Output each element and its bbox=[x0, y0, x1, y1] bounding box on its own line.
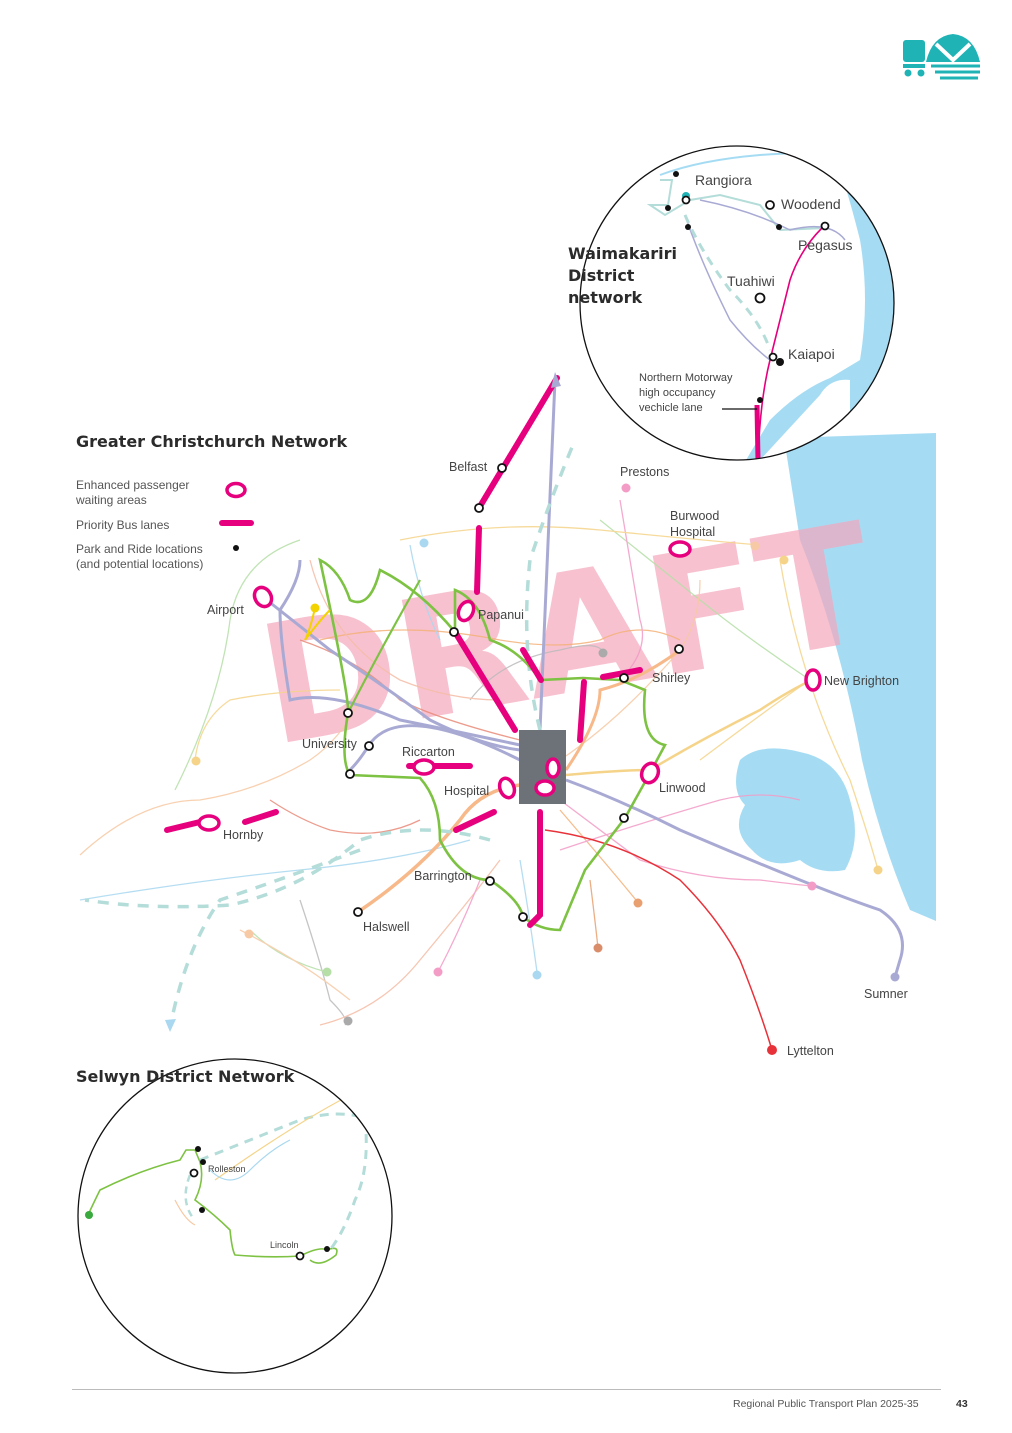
label-shirley: Shirley bbox=[652, 671, 691, 685]
label-hospital: Hospital bbox=[444, 784, 489, 798]
waimakariri-title: Waimakariri District network bbox=[568, 244, 683, 307]
footer-rule bbox=[72, 1389, 941, 1390]
halswell-route bbox=[357, 783, 521, 914]
label-university: University bbox=[302, 737, 358, 751]
orbiter-route bbox=[318, 557, 667, 932]
dashed-future-routes bbox=[84, 439, 577, 1029]
label-woodend: Woodend bbox=[781, 196, 841, 212]
label-lyttelton: Lyttelton bbox=[787, 1044, 834, 1058]
waiting-area-ring-icon bbox=[225, 481, 247, 499]
label-halswell: Halswell bbox=[363, 920, 410, 934]
label-belfast: Belfast bbox=[449, 460, 488, 474]
legend-waiting-areas-label: Enhanced passenger waiting areas bbox=[75, 478, 193, 507]
label-riccarton: Riccarton bbox=[402, 745, 455, 759]
lyttelton-route bbox=[544, 829, 773, 1051]
label-prestons: Prestons bbox=[620, 465, 669, 479]
label-linwood: Linwood bbox=[659, 781, 706, 795]
map-legend: Enhanced passenger waiting areas Priorit… bbox=[75, 478, 254, 571]
local-routes bbox=[79, 499, 879, 1026]
shirley-route bbox=[564, 648, 681, 771]
north-arrow-tip bbox=[551, 372, 561, 388]
motorway-lane-note: Northern Motorway high occupancy vechicl… bbox=[639, 372, 736, 414]
legend-priority-lanes-label: Priority Bus lanes bbox=[76, 518, 169, 532]
label-lincoln: Lincoln bbox=[270, 1240, 299, 1250]
orbiter-spoke bbox=[347, 579, 421, 714]
park-and-ride-dot-icon bbox=[233, 545, 239, 551]
label-rangiora: Rangiora bbox=[695, 172, 752, 188]
label-tuahiwi: Tuahiwi bbox=[727, 273, 775, 289]
airport-spur bbox=[304, 607, 331, 641]
label-hornby: Hornby bbox=[223, 828, 264, 842]
main-map-title: Greater Christchurch Network bbox=[76, 432, 347, 451]
new-brighton-route bbox=[565, 678, 813, 777]
label-new-brighton: New Brighton bbox=[824, 674, 899, 688]
south-arrow-tip bbox=[165, 1019, 176, 1032]
page-number: 43 bbox=[956, 1398, 968, 1410]
estuary bbox=[736, 748, 855, 872]
label-papanui: Papanui bbox=[478, 608, 524, 622]
footer-title: Regional Public Transport Plan 2025-35 bbox=[733, 1398, 919, 1410]
stop-markers bbox=[343, 463, 684, 922]
core-routes bbox=[262, 379, 557, 772]
label-airport: Airport bbox=[207, 603, 244, 617]
label-barrington: Barrington bbox=[414, 869, 472, 883]
label-kaiapoi: Kaiapoi bbox=[788, 346, 835, 362]
sea-area bbox=[784, 433, 936, 921]
route-end-dots bbox=[191, 483, 900, 1055]
label-pegasus: Pegasus bbox=[798, 237, 852, 253]
place-labels: Belfast Prestons Burwood Hospital Papanu… bbox=[207, 460, 908, 1058]
bus-ferry-logo-icon bbox=[903, 34, 980, 80]
waimakariri-inset: Waimakariri District network Rangiora Wo… bbox=[568, 145, 895, 461]
waiting-area-rings bbox=[197, 540, 822, 832]
selwyn-title: Selwyn District Network bbox=[76, 1067, 295, 1086]
label-sumner: Sumner bbox=[864, 987, 908, 1001]
selwyn-inset: Selwyn District Network Rolleston Lincol… bbox=[76, 1058, 393, 1374]
label-burwood-hospital: Burwood Hospital bbox=[670, 509, 723, 539]
label-rolleston: Rolleston bbox=[208, 1164, 246, 1174]
legend-park-and-ride-label: Park and Ride locations (and potential l… bbox=[76, 542, 206, 571]
sumner-route bbox=[565, 778, 904, 978]
